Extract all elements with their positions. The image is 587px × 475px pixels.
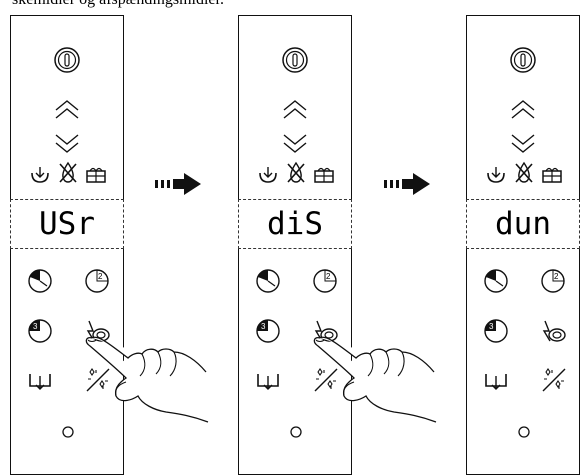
no-rinse-aid-icon <box>287 161 305 183</box>
half-load-timer-icon[interactable] <box>27 268 53 294</box>
detergent-icon <box>314 167 334 183</box>
svg-text:3: 3 <box>261 322 266 331</box>
chevron-down-icon[interactable] <box>281 131 309 155</box>
chevron-up-icon[interactable] <box>281 98 309 122</box>
power-button-icon[interactable] <box>508 45 538 75</box>
delay-2-timer-icon[interactable]: 2 <box>84 268 110 294</box>
sequence-arrow-icon <box>384 173 430 195</box>
sequence-arrow-icon <box>155 173 201 195</box>
delay-3-timer-icon[interactable]: 3 <box>255 318 281 344</box>
delay-2-timer-icon[interactable]: 2 <box>540 268 566 294</box>
dry-icon[interactable] <box>312 366 340 394</box>
quick-wash-icon[interactable] <box>83 317 111 345</box>
quick-wash-icon[interactable] <box>311 317 339 345</box>
pointing-hand-illustration <box>85 336 209 423</box>
display-screen: USr <box>10 199 124 249</box>
detergent-icon <box>86 167 106 183</box>
delay-3-timer-icon[interactable]: 3 <box>27 318 53 344</box>
detergent-icon <box>542 167 562 183</box>
pointing-hand-illustration <box>313 336 437 423</box>
chevron-up-icon[interactable] <box>53 98 81 122</box>
no-rinse-aid-icon <box>59 161 77 183</box>
svg-text:3: 3 <box>489 322 494 331</box>
control-panel-2: diS 2 3 <box>238 15 352 475</box>
indicator-led-icon <box>62 426 74 438</box>
dry-icon[interactable] <box>84 366 112 394</box>
prewash-icon <box>31 167 49 183</box>
control-panel-1: USr 2 3 <box>10 15 124 475</box>
caption-text: skemidler og afspændingsmidler. <box>12 0 224 9</box>
delay-2-timer-icon[interactable]: 2 <box>312 268 338 294</box>
prewash-icon <box>487 167 505 183</box>
power-button-icon[interactable] <box>280 45 310 75</box>
indicator-led-icon <box>290 426 302 438</box>
quick-wash-icon[interactable] <box>539 317 567 345</box>
no-rinse-aid-icon <box>515 161 533 183</box>
indicator-led-icon <box>518 426 530 438</box>
half-load-timer-icon[interactable] <box>483 268 509 294</box>
power-button-icon[interactable] <box>52 45 82 75</box>
display-screen: dun <box>466 199 580 249</box>
chevron-down-icon[interactable] <box>509 131 537 155</box>
svg-text:2: 2 <box>98 272 103 281</box>
svg-text:2: 2 <box>326 272 331 281</box>
drain-icon[interactable] <box>484 370 508 392</box>
drain-icon[interactable] <box>28 370 52 392</box>
delay-3-timer-icon[interactable]: 3 <box>483 318 509 344</box>
half-load-timer-icon[interactable] <box>255 268 281 294</box>
control-panel-3: dun 2 3 <box>466 15 580 475</box>
display-screen: diS <box>238 199 352 249</box>
svg-text:2: 2 <box>554 272 559 281</box>
chevron-down-icon[interactable] <box>53 131 81 155</box>
prewash-icon <box>259 167 277 183</box>
dry-icon[interactable] <box>540 366 568 394</box>
chevron-up-icon[interactable] <box>509 98 537 122</box>
svg-text:3: 3 <box>33 322 38 331</box>
drain-icon[interactable] <box>256 370 280 392</box>
